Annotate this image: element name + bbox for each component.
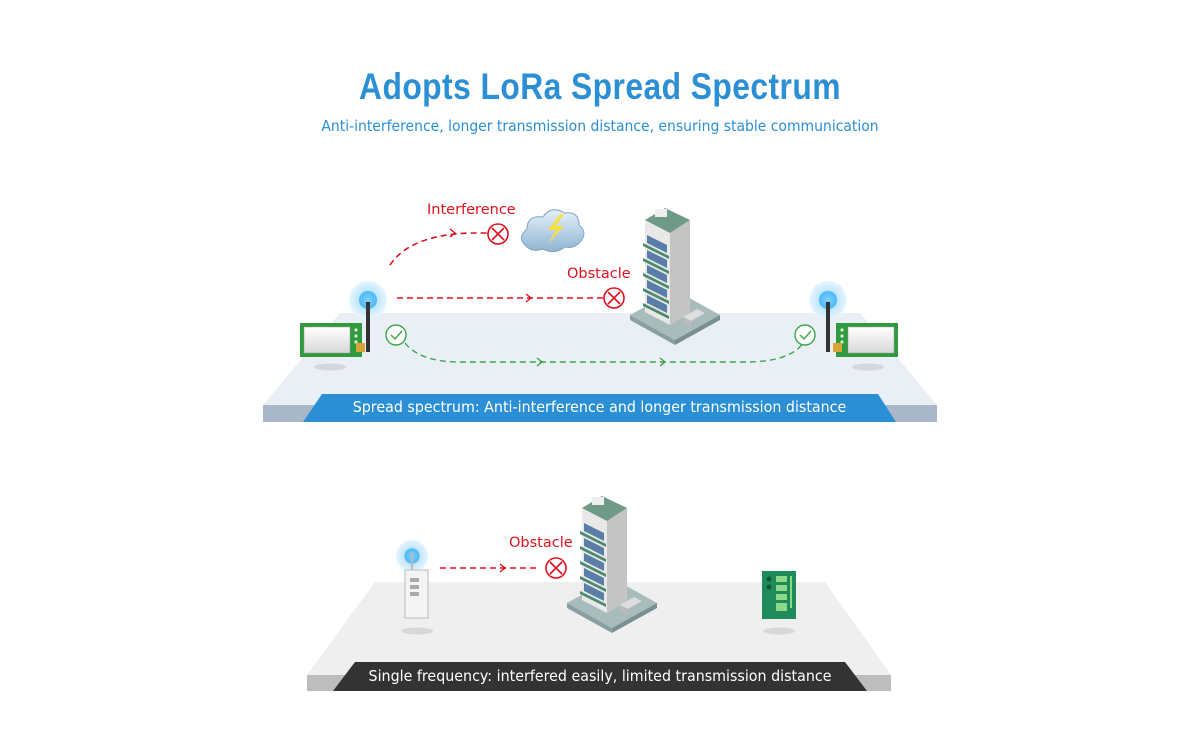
single-banner-text: Single frequency: interfered easily, lim… [368, 667, 832, 685]
thunder-cloud-icon [521, 209, 585, 253]
lora-module-left-icon [299, 281, 387, 371]
building-icon [630, 208, 720, 345]
obstacle-blocked-icon [603, 287, 625, 309]
lora-module-right-icon [809, 281, 899, 371]
spread-signal-path [404, 342, 804, 363]
interference-label: Interference [427, 202, 516, 218]
single-platform [307, 582, 891, 675]
page-subtitle: Anti-interference, longer transmission d… [321, 117, 879, 135]
single-obstacle-blocked-icon [545, 557, 567, 579]
receiver-board-icon [762, 571, 796, 635]
single-obstacle-label: Obstacle [509, 535, 573, 551]
spread-platform [263, 313, 937, 405]
building-icon [567, 496, 657, 633]
spread-banner [303, 394, 896, 422]
page-title: Adopts LoRa Spread Spectrum [359, 66, 841, 107]
single-banner [333, 662, 867, 691]
signal-ok-icon [794, 324, 816, 346]
interference-path [389, 232, 488, 266]
obstacle-label: Obstacle [567, 266, 631, 282]
signal-ok-icon [385, 324, 407, 346]
interference-blocked-icon [487, 223, 509, 245]
spread-banner-text: Spread spectrum: Anti-interference and l… [352, 398, 847, 416]
single-frequency-transmitter-icon [396, 540, 433, 635]
